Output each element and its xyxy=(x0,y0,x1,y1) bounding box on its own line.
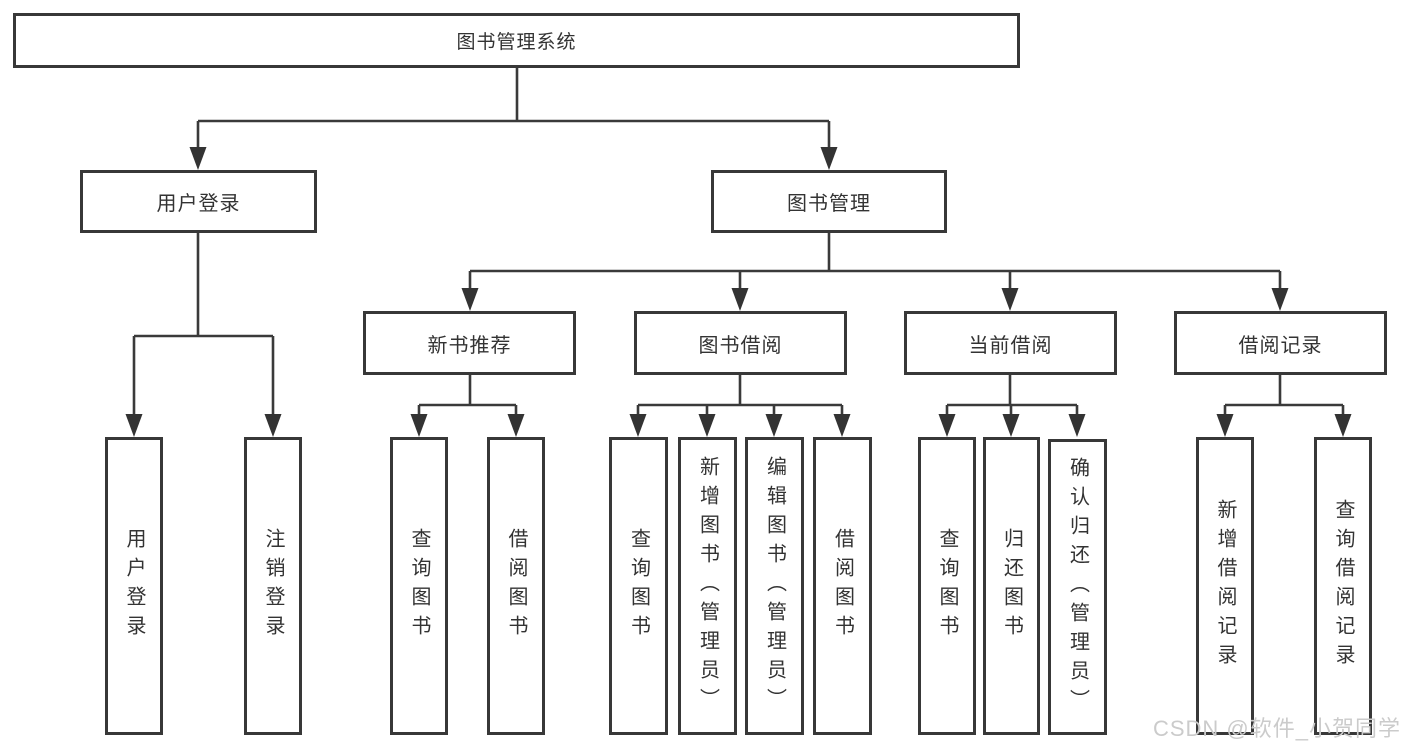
node-user-login-label: 用户登录 xyxy=(156,193,241,215)
leaf-return-book: 归还图书 xyxy=(983,437,1040,735)
leaf-edit-book-admin-label: 编辑图书（管理员） xyxy=(763,455,786,717)
leaf-borrow-books-recommend: 借阅图书 xyxy=(487,437,545,735)
arrowhead xyxy=(1271,288,1289,311)
node-current-borrow: 当前借阅 xyxy=(904,311,1117,375)
node-book-management-label: 图书管理 xyxy=(787,193,871,215)
leaf-add-borrow-record-label: 新增借阅记录 xyxy=(1214,499,1236,673)
leaf-borrow-books: 借阅图书 xyxy=(813,437,872,735)
leaf-borrow-books-label: 借阅图书 xyxy=(831,528,854,644)
leaf-query-books-borrow-label: 查询图书 xyxy=(627,528,650,644)
arrowhead xyxy=(410,414,428,437)
arrowhead xyxy=(938,414,956,437)
leaf-add-book-admin: 新增图书（管理员） xyxy=(678,437,737,735)
connector-user-login-to-leaves xyxy=(132,233,275,417)
node-borrow-records-label: 借阅记录 xyxy=(1238,334,1323,357)
connector-new-book-to-leaves xyxy=(417,375,518,417)
csdn-watermark: CSDN @软件_小贺同学 xyxy=(1152,716,1401,741)
leaf-add-borrow-record: 新增借阅记录 xyxy=(1196,437,1254,735)
arrowhead xyxy=(820,147,838,170)
arrowhead xyxy=(1068,414,1086,437)
node-new-book-recommend-label: 新书推荐 xyxy=(427,334,512,357)
node-book-borrow: 图书借阅 xyxy=(634,311,847,375)
connector-book-borrow-to-leaves xyxy=(636,375,844,417)
arrowhead xyxy=(833,414,851,437)
node-book-borrow-label: 图书借阅 xyxy=(698,334,783,357)
leaf-user-login: 用户登录 xyxy=(105,437,163,735)
leaf-add-book-admin-label: 新增图书（管理员） xyxy=(696,455,719,717)
arrowhead xyxy=(731,288,749,311)
leaf-query-books-recommend-label: 查询图书 xyxy=(408,528,430,644)
connector-root-to-level2 xyxy=(196,68,831,150)
arrowhead xyxy=(698,414,716,437)
node-root-label: 图书管理系统 xyxy=(456,32,577,53)
node-user-login: 用户登录 xyxy=(80,170,317,233)
node-new-book-recommend: 新书推荐 xyxy=(363,311,576,375)
arrowhead xyxy=(507,414,525,437)
node-book-management: 图书管理 xyxy=(711,170,947,233)
leaf-borrow-books-recommend-label: 借阅图书 xyxy=(505,528,527,644)
leaf-query-borrow-record: 查询借阅记录 xyxy=(1314,437,1372,735)
arrowhead xyxy=(125,414,143,437)
connector-book-mgmt-to-level3 xyxy=(468,233,1282,290)
leaf-edit-book-admin: 编辑图书（管理员） xyxy=(745,437,804,735)
connector-current-borrow-to-leaves xyxy=(945,375,1079,417)
node-borrow-records: 借阅记录 xyxy=(1174,311,1387,375)
leaf-user-login-label: 用户登录 xyxy=(123,528,145,644)
arrowhead xyxy=(1216,414,1234,437)
leaf-query-books-borrow: 查询图书 xyxy=(609,437,668,735)
node-root: 图书管理系统 xyxy=(13,13,1020,68)
arrowhead xyxy=(1001,288,1019,311)
leaf-return-book-label: 归还图书 xyxy=(1000,528,1023,644)
leaf-logout: 注销登录 xyxy=(244,437,302,735)
arrowhead xyxy=(264,414,282,437)
arrowhead xyxy=(629,414,647,437)
node-current-borrow-label: 当前借阅 xyxy=(968,334,1053,357)
leaf-logout-label: 注销登录 xyxy=(262,528,284,644)
leaf-query-books-recommend: 查询图书 xyxy=(390,437,448,735)
leaf-query-books-current: 查询图书 xyxy=(918,437,976,735)
leaf-confirm-return-admin-label: 确认归还（管理员） xyxy=(1066,456,1089,718)
arrowhead xyxy=(189,147,207,170)
leaf-query-borrow-record-label: 查询借阅记录 xyxy=(1332,499,1354,673)
arrowhead xyxy=(765,414,783,437)
connector-borrow-records-to-leaves xyxy=(1223,375,1345,417)
arrowhead xyxy=(461,288,479,311)
arrowhead xyxy=(1334,414,1352,437)
leaf-query-books-current-label: 查询图书 xyxy=(936,528,958,644)
arrowhead xyxy=(1002,414,1020,437)
leaf-confirm-return-admin: 确认归还（管理员） xyxy=(1048,439,1107,735)
